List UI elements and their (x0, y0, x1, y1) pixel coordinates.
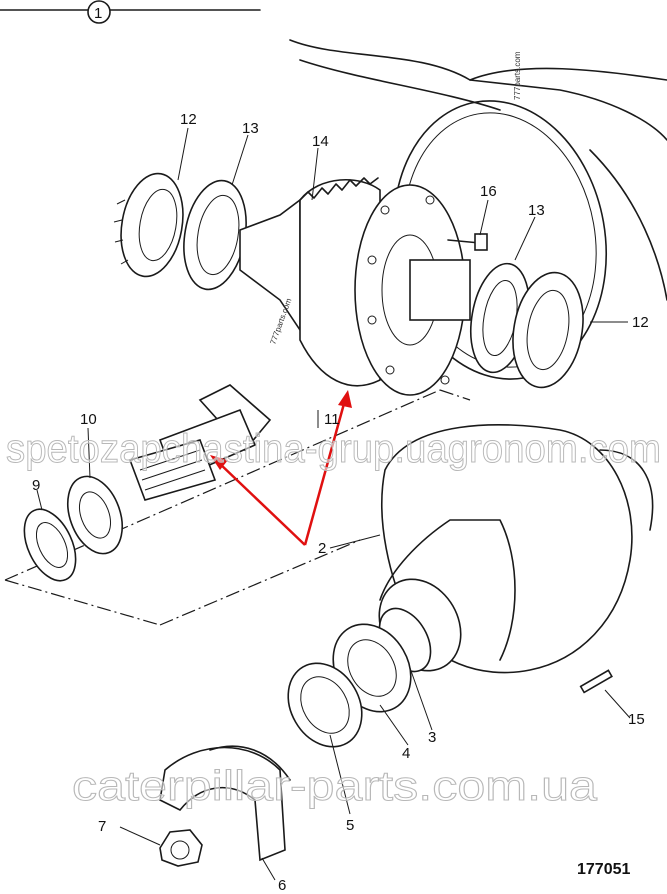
shim (23, 508, 77, 582)
crown-wheel-differential (239, 177, 471, 396)
highlight-arrows (210, 390, 352, 546)
callout-2: 2 (318, 540, 326, 557)
callout-3: 3 (428, 729, 436, 746)
small-watermark-2: 777parts.com (268, 297, 293, 346)
small-watermark: 777parts.com (513, 51, 522, 100)
callout-12-left: 12 (180, 111, 197, 128)
pin (579, 669, 613, 694)
sheet-marker: 1 (0, 0, 261, 24)
pinion (128, 384, 272, 501)
leader-lines (36, 127, 631, 881)
drawing-number: 177051 (577, 861, 630, 878)
bolt (447, 233, 488, 251)
callout-13-left: 13 (242, 120, 259, 137)
watermark-bottom: caterpillar-parts.com.ua (72, 762, 598, 809)
callout-15: 15 (628, 711, 645, 728)
nut (159, 829, 203, 867)
callout-12-right: 12 (632, 314, 649, 331)
seal (287, 662, 363, 748)
yoke (159, 745, 291, 862)
callout-5: 5 (346, 817, 354, 834)
bearing-cup-left (113, 172, 184, 278)
callout-9: 9 (32, 477, 40, 494)
callout-6: 6 (278, 877, 286, 894)
callout-10: 10 (80, 411, 97, 428)
callout-16: 16 (480, 183, 497, 200)
sheet-number: 1 (94, 5, 102, 22)
assembly-centerline (4, 389, 471, 626)
callout-4: 4 (402, 745, 410, 762)
bearing-cup-right (512, 271, 584, 389)
pinion-bearing (67, 475, 123, 555)
callout-11: 11 (324, 411, 340, 428)
watermark-main: spetozapchastina-grup.uagronom.com (6, 427, 661, 471)
callout-labels: 12 13 14 16 13 12 10 9 11 2 3 4 5 15 7 6 (32, 111, 649, 894)
callout-7: 7 (98, 818, 106, 835)
callout-13-right: 13 (528, 202, 545, 219)
bearing-left (183, 179, 247, 291)
callout-14: 14 (312, 133, 329, 150)
